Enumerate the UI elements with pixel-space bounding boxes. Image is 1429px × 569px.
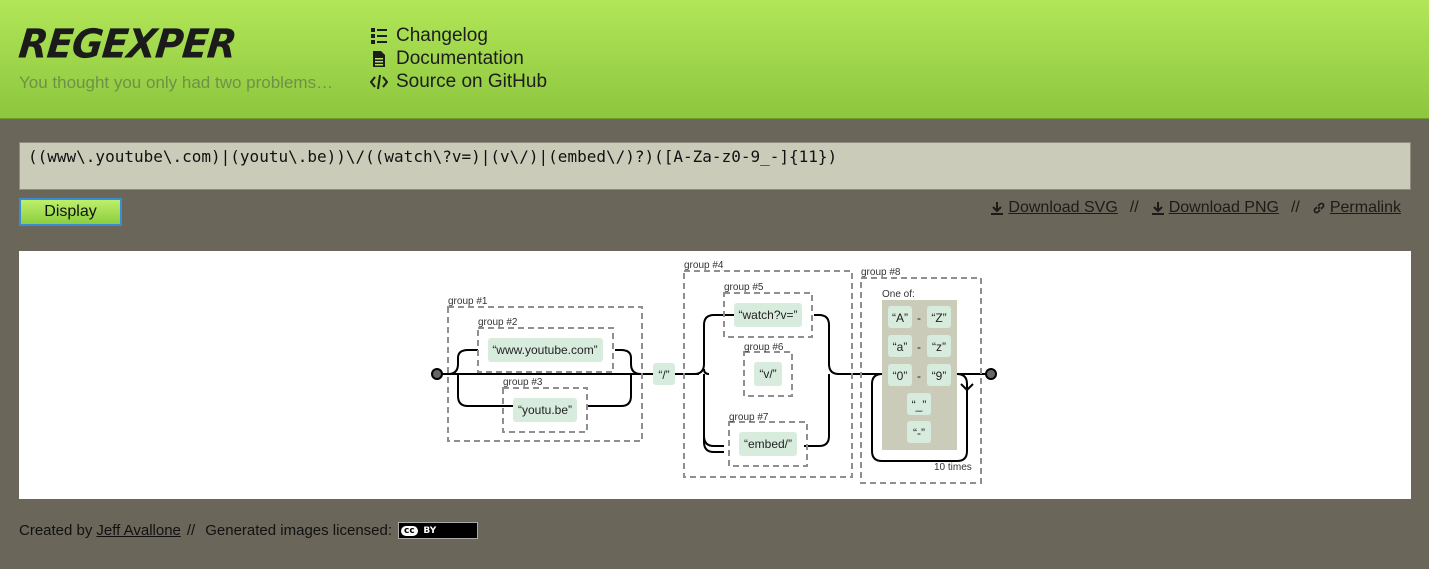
char-dash: “-” (913, 426, 925, 440)
range-box (927, 306, 951, 328)
document-icon (373, 50, 385, 67)
download-icon (1151, 202, 1164, 215)
tagline: You thought you only had two problems… (19, 73, 334, 92)
literal-embed: “embed/” (744, 437, 792, 451)
group-8-label: group #8 (861, 267, 901, 278)
literal-watch: “watch?v=” (738, 308, 797, 322)
diagram-svg: group #1 group #2 “www.youtube.com” grou… (431, 260, 997, 484)
branch-path (457, 374, 632, 407)
group-8-box (860, 277, 982, 484)
nav-changelog[interactable]: Changelog (370, 24, 547, 47)
repeat-label: 10 times (934, 462, 972, 473)
footer: Created by Jeff Avallone // Generated im… (19, 522, 479, 539)
display-button[interactable]: Display (19, 198, 122, 226)
nav-source[interactable]: Source on GitHub (370, 70, 547, 93)
separator: // (1129, 199, 1139, 216)
literal-v: “v/” (759, 367, 776, 381)
range-from: “0” (893, 369, 908, 383)
repeat-arrow (960, 383, 974, 392)
group-2-box (477, 327, 614, 373)
permalink-label: Permalink (1329, 199, 1401, 216)
end-node (985, 368, 997, 380)
range-to: “Z” (931, 311, 946, 325)
group-1-box (447, 306, 643, 442)
range-from: “a” (893, 340, 908, 354)
list-icon (371, 27, 387, 44)
range-box (888, 364, 912, 386)
literal-youtu: “youtu.be” (518, 403, 572, 417)
one-of-label: One of: (882, 289, 915, 300)
range-dash: - (917, 311, 921, 325)
download-icon (991, 202, 1004, 215)
range-box (888, 335, 912, 357)
download-png-label: Download PNG (1168, 199, 1279, 216)
char-underscore: “_” (912, 398, 927, 412)
literal-box (739, 432, 797, 456)
group-7-label: group #7 (729, 412, 769, 423)
group-2-label: group #2 (478, 317, 518, 328)
logo[interactable]: REGEXPER (16, 20, 239, 68)
group-7-box (728, 421, 808, 467)
literal-box (653, 363, 675, 385)
group-6-label: group #6 (744, 342, 784, 353)
range-box (927, 364, 951, 386)
author-link[interactable]: Jeff Avallone (96, 522, 181, 539)
download-svg-label: Download SVG (1008, 199, 1118, 216)
branch-path (447, 349, 642, 375)
license-label: Generated images licensed: (205, 522, 393, 539)
code-icon (370, 74, 388, 89)
literal-www: “www.youtube.com” (492, 343, 597, 357)
repeat-loop (871, 373, 968, 462)
literal-box (488, 338, 603, 362)
literal-box (513, 398, 577, 422)
group-3-label: group #3 (503, 377, 543, 388)
range-from: “A” (892, 311, 908, 325)
char-box (907, 421, 931, 443)
group-1-label: group #1 (448, 296, 488, 307)
link-icon (1313, 202, 1325, 214)
group-6-box (743, 351, 793, 397)
download-svg-link[interactable]: Download SVG (990, 199, 1118, 217)
range-box (927, 335, 951, 357)
download-png-link[interactable]: Download PNG (1151, 199, 1279, 217)
char-box (907, 393, 931, 415)
cc-by-label: BY (423, 525, 437, 536)
group-5-label: group #5 (724, 282, 764, 293)
range-dash: - (917, 340, 921, 354)
branch-path (703, 368, 724, 453)
separator: // (1290, 199, 1300, 216)
group-5-box (723, 292, 813, 338)
nav-documentation-label: Documentation (396, 47, 524, 69)
group-4-box (683, 270, 853, 478)
nav-documentation[interactable]: Documentation (370, 47, 547, 70)
nav-source-label: Source on GitHub (396, 70, 548, 92)
group-4-label: group #4 (684, 260, 724, 271)
created-by-label: Created by (19, 522, 93, 539)
permalink-link[interactable]: Permalink (1312, 199, 1401, 217)
group-3-box (502, 387, 588, 433)
literal-box (734, 303, 802, 327)
branch-path (693, 314, 840, 375)
separator: // (186, 522, 196, 539)
cc-license-badge[interactable]: cc BY (398, 522, 479, 539)
railroad-diagram: group #1 group #2 “www.youtube.com” grou… (19, 251, 1411, 499)
regex-input[interactable] (19, 142, 1411, 190)
nav-menu: Changelog Documentation Source on GitHub (370, 24, 547, 93)
nav-changelog-label: Changelog (396, 24, 488, 46)
range-to: “z” (932, 340, 946, 354)
literal-box (754, 362, 782, 386)
range-dash: - (917, 369, 921, 383)
range-box (888, 306, 912, 328)
literal-slash: “/” (658, 368, 669, 382)
start-node (431, 368, 443, 380)
cc-icon: cc (401, 525, 418, 536)
range-to: “9” (932, 369, 947, 383)
download-links: Download SVG // Download PNG // Permalin… (990, 199, 1401, 217)
header: REGEXPER You thought you only had two pr… (0, 0, 1429, 119)
